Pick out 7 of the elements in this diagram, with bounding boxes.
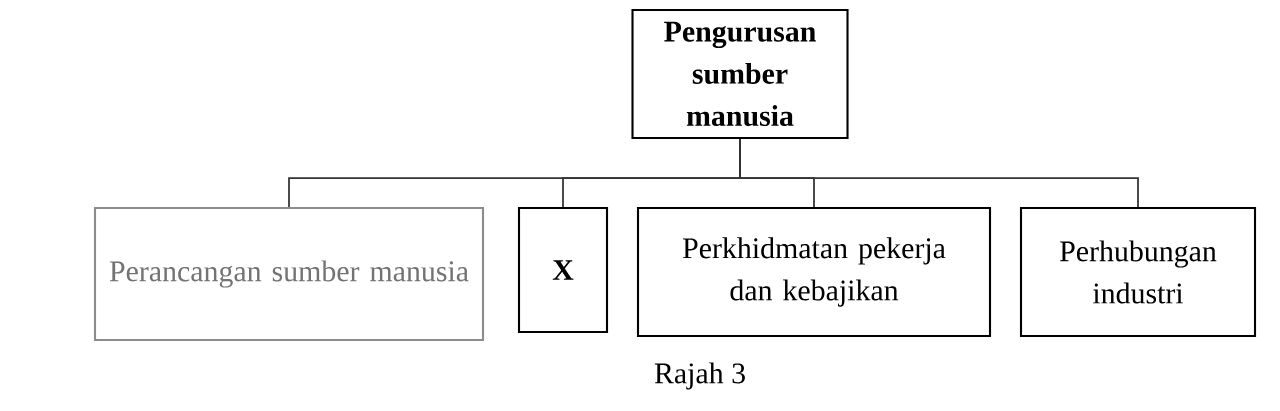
department-box: Perkhidmatan pekerja dan kebajikan — [636, 206, 992, 338]
title-box: Pengurusan sumber manusia — [631, 8, 849, 140]
department-box: Perancangan sumber manusia — [93, 206, 485, 342]
department-box: X — [517, 206, 609, 334]
caption: Rajah 3 — [654, 362, 745, 390]
connector-line — [739, 138, 1139, 208]
department-box: Perhubungan industri — [1019, 206, 1257, 338]
